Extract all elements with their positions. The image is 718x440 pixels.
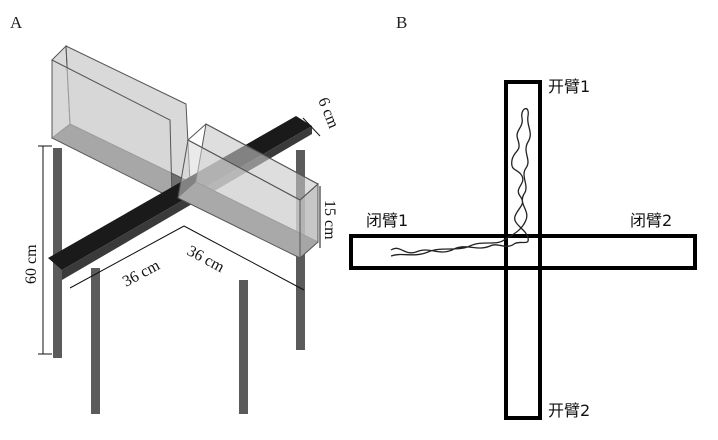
panel-b: B 开臂1 开臂2 闭臂1 闭臂2	[349, 13, 697, 420]
dim-arm-length-right-label: 36 cm	[184, 243, 227, 277]
panel-a: A 6 cm	[10, 13, 342, 414]
dim-arm-width-label: 6 cm	[314, 95, 342, 131]
animal-movement-trace	[390, 108, 531, 257]
open-arms-outline	[504, 80, 542, 420]
panel-a-label: A	[10, 13, 23, 32]
dim-wall-height-label: 15 cm	[321, 200, 338, 240]
dim-arm-length-left-line	[69, 225, 185, 289]
open-arm-1-label: 开臂1	[548, 77, 590, 96]
closed-arm-back-left	[51, 44, 191, 199]
dim-leg-height-label: 60 cm	[23, 244, 40, 284]
closed-arm-1-label: 闭臂1	[366, 211, 408, 230]
dim-arm-length-left-label: 36 cm	[120, 257, 163, 291]
closed-arm-front-right	[177, 123, 319, 260]
dim-wall-height: 15 cm	[319, 186, 338, 248]
dim-arm-length-right-line	[183, 225, 305, 291]
dim-leg-height: 60 cm	[23, 145, 52, 355]
leg-front-center	[91, 268, 100, 414]
panel-b-label: B	[396, 13, 407, 32]
dim-arm-width-line	[302, 117, 321, 137]
open-arm-2-label: 开臂2	[548, 401, 590, 420]
closed-arm-2-label: 闭臂2	[630, 211, 672, 230]
closed-arms-outline	[349, 234, 697, 270]
closed-arm-top-front	[187, 123, 319, 201]
leg-front-right	[239, 280, 248, 414]
